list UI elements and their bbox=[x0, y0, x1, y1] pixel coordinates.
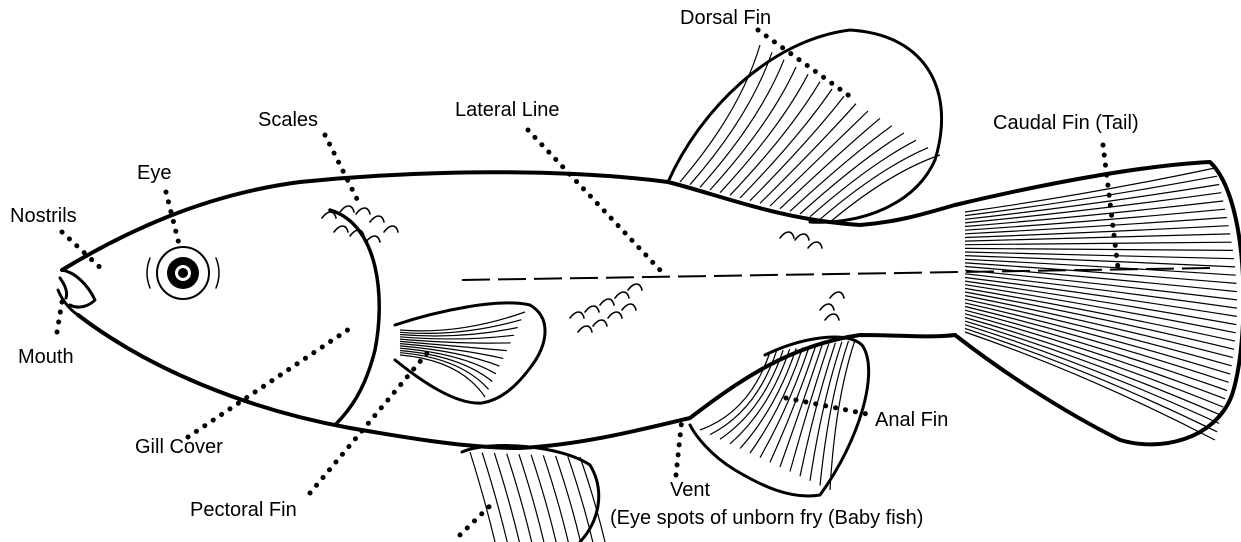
vent-label: Vent bbox=[670, 480, 710, 500]
leader-vent bbox=[676, 418, 682, 475]
leader-gill-cover bbox=[188, 325, 355, 437]
scale-mark bbox=[585, 306, 599, 312]
pelvic-fin-ray bbox=[531, 455, 556, 542]
caudal-fin-ray bbox=[965, 314, 1225, 399]
gill-cover bbox=[330, 210, 379, 425]
scale-mark bbox=[366, 236, 380, 242]
caudal-fin-ray bbox=[965, 185, 1219, 220]
caudal-fin-ray bbox=[965, 209, 1225, 230]
gill-cover-label: Gill Cover bbox=[135, 437, 223, 457]
caudal-fin-ray bbox=[965, 318, 1223, 408]
anal-fin-ray bbox=[800, 343, 835, 476]
anal-fin-label: Anal Fin bbox=[875, 410, 948, 430]
dorsal-fin-ray bbox=[770, 111, 868, 206]
caudal-fin-ray bbox=[965, 234, 1230, 241]
scale-mark bbox=[570, 312, 584, 318]
pelvic-fin-ray bbox=[494, 453, 519, 542]
pelvic-fin-ray bbox=[568, 456, 593, 542]
pelvic-fin-ray bbox=[507, 454, 532, 542]
dorsal-fin-ray bbox=[730, 82, 820, 196]
eye bbox=[147, 247, 219, 299]
scale-mark bbox=[578, 326, 592, 332]
scale-mark bbox=[593, 320, 607, 326]
scales-label: Scales bbox=[258, 110, 318, 130]
scale-mark bbox=[808, 242, 822, 248]
scale-mark bbox=[334, 226, 348, 232]
scale-mark bbox=[825, 314, 839, 320]
dorsal-fin-ray bbox=[800, 133, 904, 214]
dorsal-fin-ray bbox=[790, 126, 892, 212]
scale-mark bbox=[340, 206, 354, 212]
scale-mark bbox=[608, 312, 622, 318]
leader-mouth bbox=[56, 302, 62, 338]
eye-spots-label: (Eye spots of unborn fry (Baby fish) bbox=[610, 508, 923, 528]
pelvic-fin bbox=[462, 446, 605, 542]
pelvic-fin-ray bbox=[470, 452, 495, 542]
leader-lines bbox=[56, 30, 1118, 535]
mouth-label: Mouth bbox=[18, 347, 74, 367]
scale-mark bbox=[780, 232, 794, 238]
pelvic-fin-ray bbox=[543, 455, 568, 542]
pelvic-fin-ray bbox=[519, 454, 544, 542]
scale-mark bbox=[356, 208, 370, 214]
caudal-fin-label: Caudal Fin (Tail) bbox=[993, 113, 1139, 133]
anal-fin-ray bbox=[820, 341, 849, 486]
leader-pelvic-fin bbox=[460, 500, 496, 535]
dorsal-fin-ray bbox=[760, 104, 856, 204]
leader-eye bbox=[166, 192, 180, 248]
pectoral-fin bbox=[395, 303, 545, 403]
caudal-fin-ray bbox=[965, 248, 1233, 250]
pectoral-fin-ray bbox=[400, 312, 525, 331]
dorsal-fin-label: Dorsal Fin bbox=[680, 8, 771, 28]
lateral-line-label: Lateral Line bbox=[455, 100, 560, 120]
caudal-fin-ray bbox=[965, 310, 1227, 390]
scale-mark bbox=[370, 216, 384, 222]
scale-marks bbox=[322, 206, 844, 332]
caudal-fin-ray bbox=[965, 168, 1215, 212]
dorsal-fin-ray bbox=[740, 89, 832, 198]
scale-mark bbox=[820, 304, 834, 310]
pectoral-fin-label: Pectoral Fin bbox=[190, 500, 297, 520]
scale-mark bbox=[795, 234, 809, 240]
pelvic-fin-ray bbox=[556, 456, 581, 542]
dorsal-fin-ray bbox=[690, 52, 772, 184]
nostrils-label: Nostrils bbox=[10, 206, 77, 226]
anal-fin-ray bbox=[730, 349, 790, 444]
caudal-fin-ray bbox=[965, 252, 1234, 259]
scale-mark bbox=[615, 292, 629, 298]
scale-mark bbox=[384, 226, 398, 232]
eye-label: Eye bbox=[137, 163, 171, 183]
scale-mark bbox=[628, 284, 642, 290]
leader-lateral-line bbox=[528, 130, 660, 270]
scale-mark bbox=[830, 292, 844, 298]
caudal-fin-ray bbox=[965, 242, 1232, 245]
dorsal-fin-ray bbox=[820, 148, 928, 220]
caudal-fin-ray bbox=[965, 278, 1237, 317]
scale-mark bbox=[600, 299, 614, 305]
scale-mark bbox=[622, 304, 636, 310]
dorsal-fin-ray bbox=[710, 67, 796, 190]
scale-mark bbox=[322, 212, 336, 218]
dorsal-fin-ray bbox=[720, 74, 808, 192]
anal-fin-ray bbox=[710, 351, 777, 435]
leader-scales bbox=[325, 135, 360, 205]
caudal-fin bbox=[955, 162, 1241, 444]
pelvic-fin-ray bbox=[482, 453, 507, 542]
caudal-fin-ray bbox=[965, 201, 1223, 227]
